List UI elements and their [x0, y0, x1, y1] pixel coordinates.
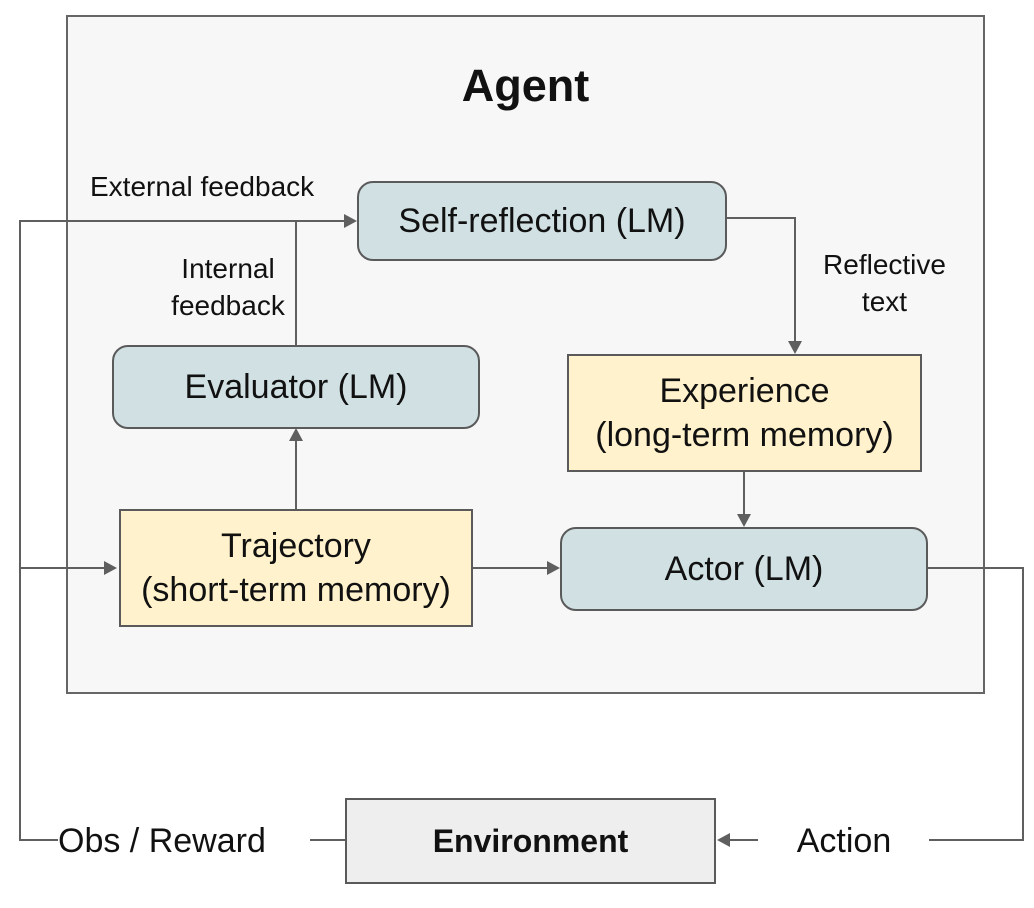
arrowhead-into-self-reflection-icon — [344, 214, 357, 228]
actor-label: Actor (LM) — [664, 550, 824, 588]
connector-external-feedback-line — [19, 220, 345, 222]
evaluator-label: Evaluator (LM) — [184, 368, 408, 406]
connector-obs-to-trajectory — [19, 567, 105, 569]
actor-node: Actor (LM) — [560, 527, 928, 611]
self-reflection-label: Self-reflection (LM) — [398, 202, 686, 240]
arrowhead-into-evaluator-icon — [289, 428, 303, 441]
arrowhead-into-experience-icon — [788, 341, 802, 354]
trajectory-label-line2: (short-term memory) — [141, 571, 451, 609]
obs-reward-label: Obs / Reward — [58, 822, 266, 860]
reflective-text-line2: text — [861, 286, 908, 317]
trajectory-node: Trajectory (short-term memory) — [119, 509, 473, 627]
connector-self-reflection-exit — [727, 217, 796, 219]
connector-trajectory-to-actor — [473, 567, 548, 569]
arrowhead-into-environment-icon — [717, 833, 730, 847]
arrowhead-into-actor-left-icon — [547, 561, 560, 575]
internal-feedback-line1: Internal — [181, 253, 275, 284]
reflective-text-label: Reflective text — [812, 246, 957, 320]
experience-label-line2: (long-term memory) — [595, 416, 894, 454]
connector-reflective-text-drop — [794, 217, 796, 341]
connector-experience-to-actor — [743, 472, 745, 514]
arrowhead-into-actor-top-icon — [737, 514, 751, 527]
internal-feedback-line2: feedback — [171, 290, 285, 321]
connector-trajectory-to-evaluator — [295, 441, 297, 510]
environment-label: Environment — [432, 823, 629, 859]
experience-node: Experience (long-term memory) — [567, 354, 922, 472]
connector-action-line-left — [730, 839, 758, 841]
connector-obs-reward-elbow — [19, 839, 58, 841]
action-label: Action — [796, 822, 892, 860]
reflective-text-line1: Reflective — [823, 249, 946, 280]
connector-internal-feedback-riser — [295, 222, 297, 345]
evaluator-node: Evaluator (LM) — [112, 345, 480, 429]
self-reflection-node: Self-reflection (LM) — [357, 181, 727, 261]
internal-feedback-label: Internal feedback — [158, 250, 298, 324]
connector-action-line-right — [929, 839, 1024, 841]
arrowhead-into-trajectory-icon — [104, 561, 117, 575]
connector-left-loop-vertical — [19, 220, 21, 841]
trajectory-label-line1: Trajectory — [221, 527, 371, 565]
experience-label-line1: Experience — [659, 372, 830, 410]
environment-node: Environment — [345, 798, 716, 884]
connector-environment-to-obs — [310, 839, 346, 841]
connector-action-loop-vertical — [1022, 567, 1024, 841]
agent-title: Agent — [461, 60, 590, 111]
connector-actor-exit — [928, 567, 1024, 569]
external-feedback-label: External feedback — [90, 171, 315, 202]
